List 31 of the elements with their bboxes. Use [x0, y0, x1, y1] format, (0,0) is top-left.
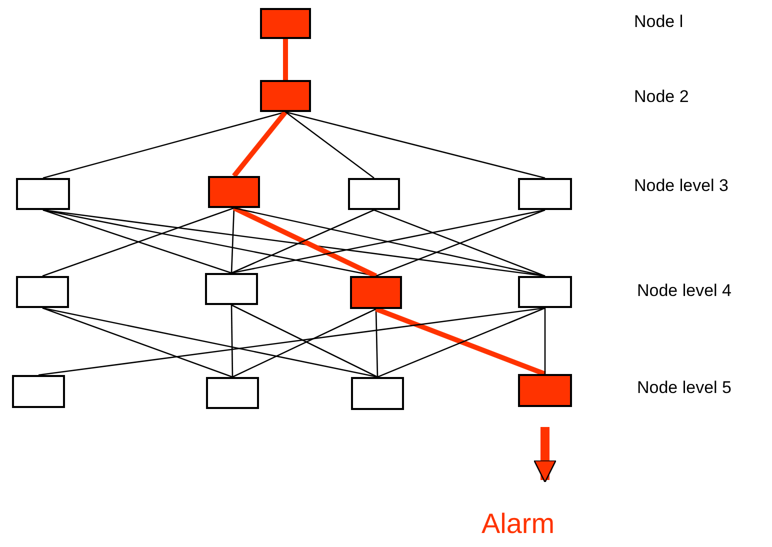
- connector-line: [375, 308, 378, 378]
- connector-line: [42, 307, 233, 378]
- level-label: Node level 4: [637, 281, 732, 301]
- connector-line: [232, 110, 288, 178]
- network-node-box: [205, 273, 258, 305]
- connector-line: [42, 307, 378, 378]
- level-label: Node level 5: [637, 378, 732, 398]
- network-node-box: [12, 375, 65, 408]
- network-node-box: [260, 8, 311, 39]
- network-node-box: [16, 178, 70, 210]
- network-node-box: [351, 377, 404, 410]
- connector-line: [230, 305, 234, 377]
- network-node-box: [350, 276, 402, 309]
- network-node-box: [206, 377, 259, 409]
- network-node-box: [260, 80, 311, 112]
- network-node-box: [208, 176, 260, 208]
- arrow: [534, 427, 556, 483]
- level-label: Node 2: [634, 87, 689, 107]
- network-node-box: [348, 178, 400, 210]
- network-node-box: [518, 178, 572, 210]
- connector-line: [544, 308, 546, 374]
- level-label: Node level 3: [634, 176, 729, 196]
- connector-line: [230, 208, 235, 274]
- alarm-text: Alarm: [480, 508, 556, 540]
- network-node-box: [518, 374, 572, 407]
- network-node-box: [518, 276, 572, 308]
- connector-line: [285, 111, 374, 179]
- connector-line: [285, 111, 546, 179]
- network-node-box: [16, 276, 69, 308]
- connector-line: [283, 39, 288, 80]
- level-label: Node l: [634, 12, 684, 32]
